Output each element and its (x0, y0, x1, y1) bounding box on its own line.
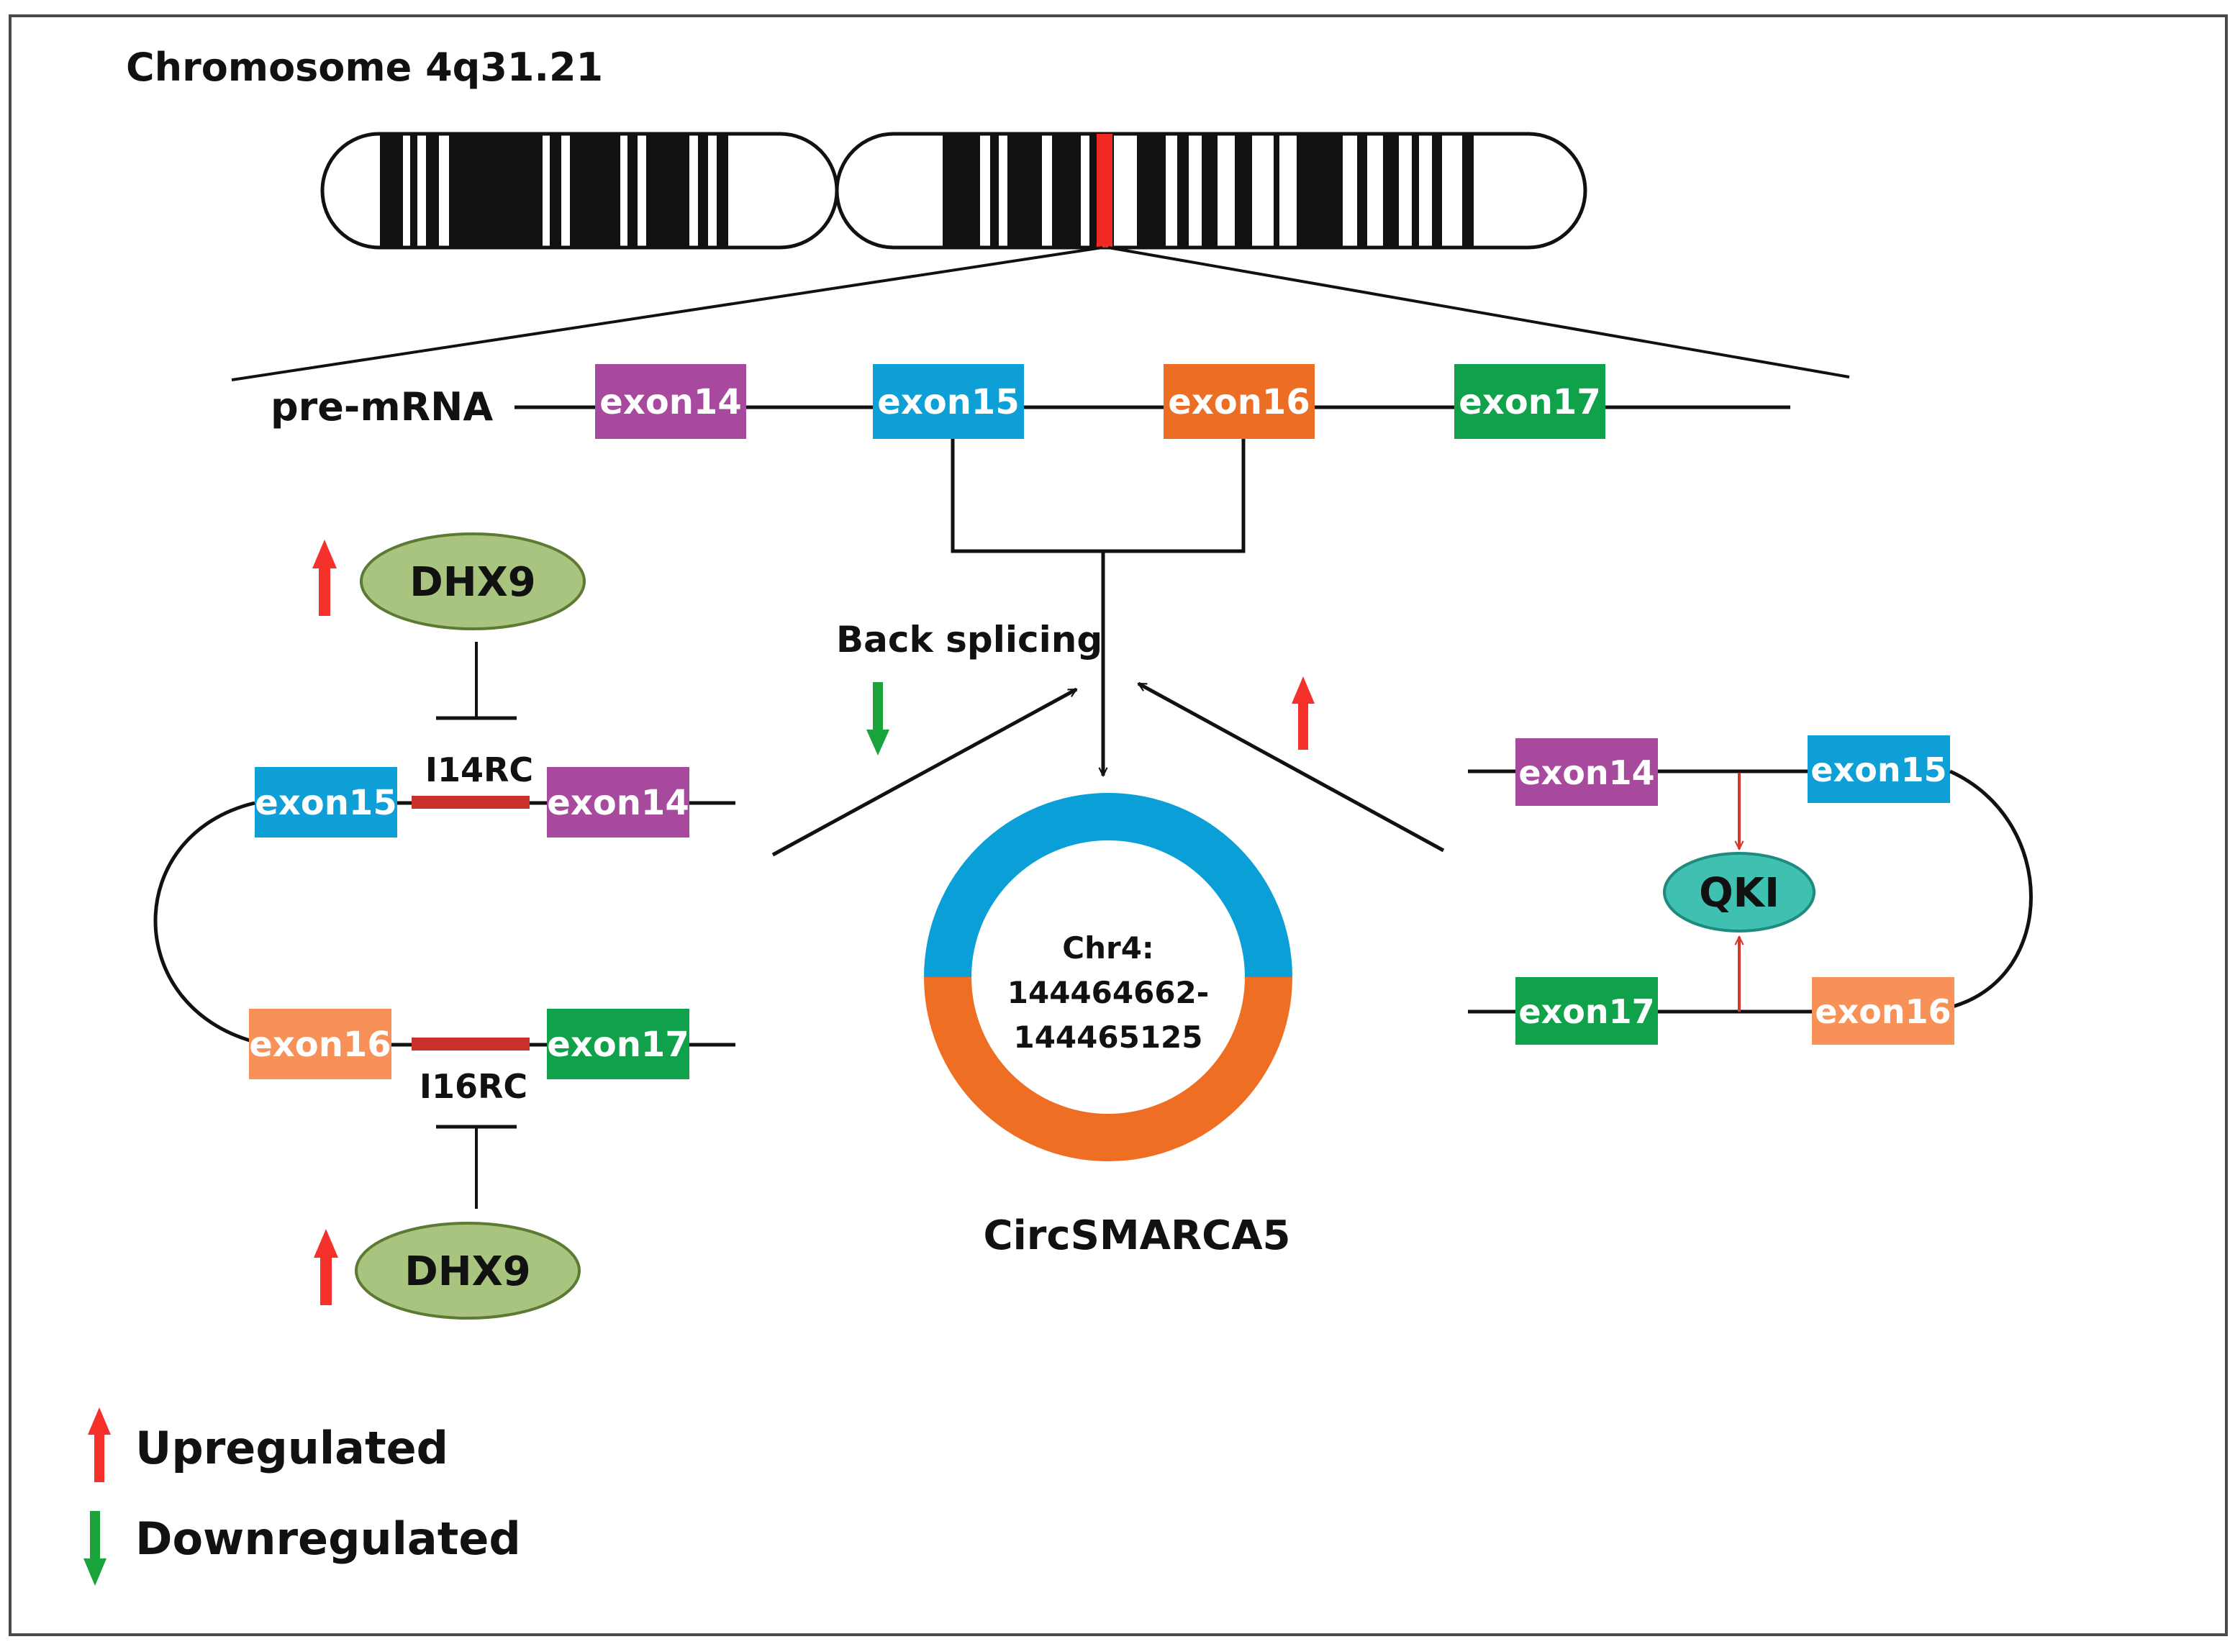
chromosome (320, 132, 1587, 250)
up-arrow-icon-dhx9-top (312, 540, 337, 616)
dhx9-bottom: DHX9 (355, 1222, 581, 1320)
dhx9-top: DHX9 (360, 532, 586, 630)
chromosome-title: Chromosome 4q31.21 (126, 45, 603, 90)
right-exon15: exon15 (1808, 735, 1950, 803)
left-exon15: exon15 (255, 767, 397, 838)
i14rc-label: I14RC (425, 750, 533, 789)
left-loop (153, 801, 255, 1044)
legend-up-arrow-icon (88, 1407, 111, 1482)
right-exon15-label: exon15 (1810, 750, 1946, 789)
qki: QKI (1663, 852, 1815, 932)
exon16-label: exon16 (1168, 382, 1310, 422)
left-exon15-label: exon15 (255, 783, 396, 823)
legend-down-label: Downregulated (135, 1512, 521, 1565)
left-exon14-label: exon14 (547, 783, 689, 823)
dhx9-top-label: DHX9 (409, 559, 536, 606)
back-splice-bracket (951, 439, 1246, 553)
up-arrow-icon-dhx9-bottom (314, 1229, 338, 1305)
circrna-ring (924, 793, 1292, 1161)
i16rc-label: I16RC (420, 1067, 527, 1106)
circ-coord-line2: 144464662- (1007, 975, 1209, 1010)
zoom-line-left (231, 246, 1103, 381)
left-converge-arrow (771, 687, 1076, 857)
dhx9-bottom-label: DHX9 (404, 1248, 531, 1295)
pre-mrna-label: pre-mRNA (271, 384, 493, 430)
chromosome-right-arm (837, 134, 1585, 248)
left-exon16-label: exon16 (249, 1025, 391, 1065)
zoom-line-right (1107, 246, 1850, 378)
legend: Upregulated Downregulated (83, 1407, 521, 1586)
right-loop (1949, 769, 2033, 1009)
circrna-name: CircSMARCA5 (983, 1212, 1290, 1259)
legend-down-arrow-icon (83, 1511, 106, 1586)
right-exon16-label: exon16 (1815, 992, 1951, 1031)
right-converge-arrow (1138, 681, 1445, 853)
circrna-bottom-half (924, 977, 1292, 1161)
circrna-top-half (924, 793, 1292, 977)
exon14-label: exon14 (599, 382, 741, 422)
i16rc-bar (412, 1038, 530, 1050)
right-exon16: exon16 (1812, 977, 1954, 1045)
circ-coord-line1: Chr4: (1062, 930, 1153, 966)
exon17-label: exon17 (1459, 382, 1600, 422)
chromosome-right-outline (835, 132, 1587, 250)
left-exon17: exon17 (547, 1009, 689, 1079)
i14rc-bar (412, 796, 530, 809)
exon15-label: exon15 (877, 382, 1019, 422)
down-arrow-icon (866, 682, 889, 755)
right-exon17: exon17 (1515, 977, 1658, 1045)
right-exon17-label: exon17 (1518, 992, 1654, 1031)
pre-mrna-exon15: exon15 (873, 364, 1024, 439)
back-splicing-label: Back splicing (836, 619, 1102, 661)
right-exon14: exon14 (1515, 738, 1658, 806)
left-exon14: exon14 (547, 767, 689, 838)
circ-coord-line3: 144465125 (1013, 1020, 1202, 1055)
locus-marker (1097, 134, 1112, 248)
pre-mrna-exon14: exon14 (595, 364, 746, 439)
left-exon16: exon16 (249, 1009, 391, 1079)
up-arrow-icon-center-right (1292, 676, 1315, 750)
pre-mrna-exon16: exon16 (1164, 364, 1315, 439)
chromosome-left-arm (322, 134, 837, 248)
qki-label: QKI (1699, 870, 1780, 917)
legend-up-label: Upregulated (135, 1422, 448, 1474)
left-exon17-label: exon17 (547, 1025, 689, 1065)
right-exon14-label: exon14 (1518, 753, 1654, 792)
pre-mrna-exon17: exon17 (1454, 364, 1605, 439)
